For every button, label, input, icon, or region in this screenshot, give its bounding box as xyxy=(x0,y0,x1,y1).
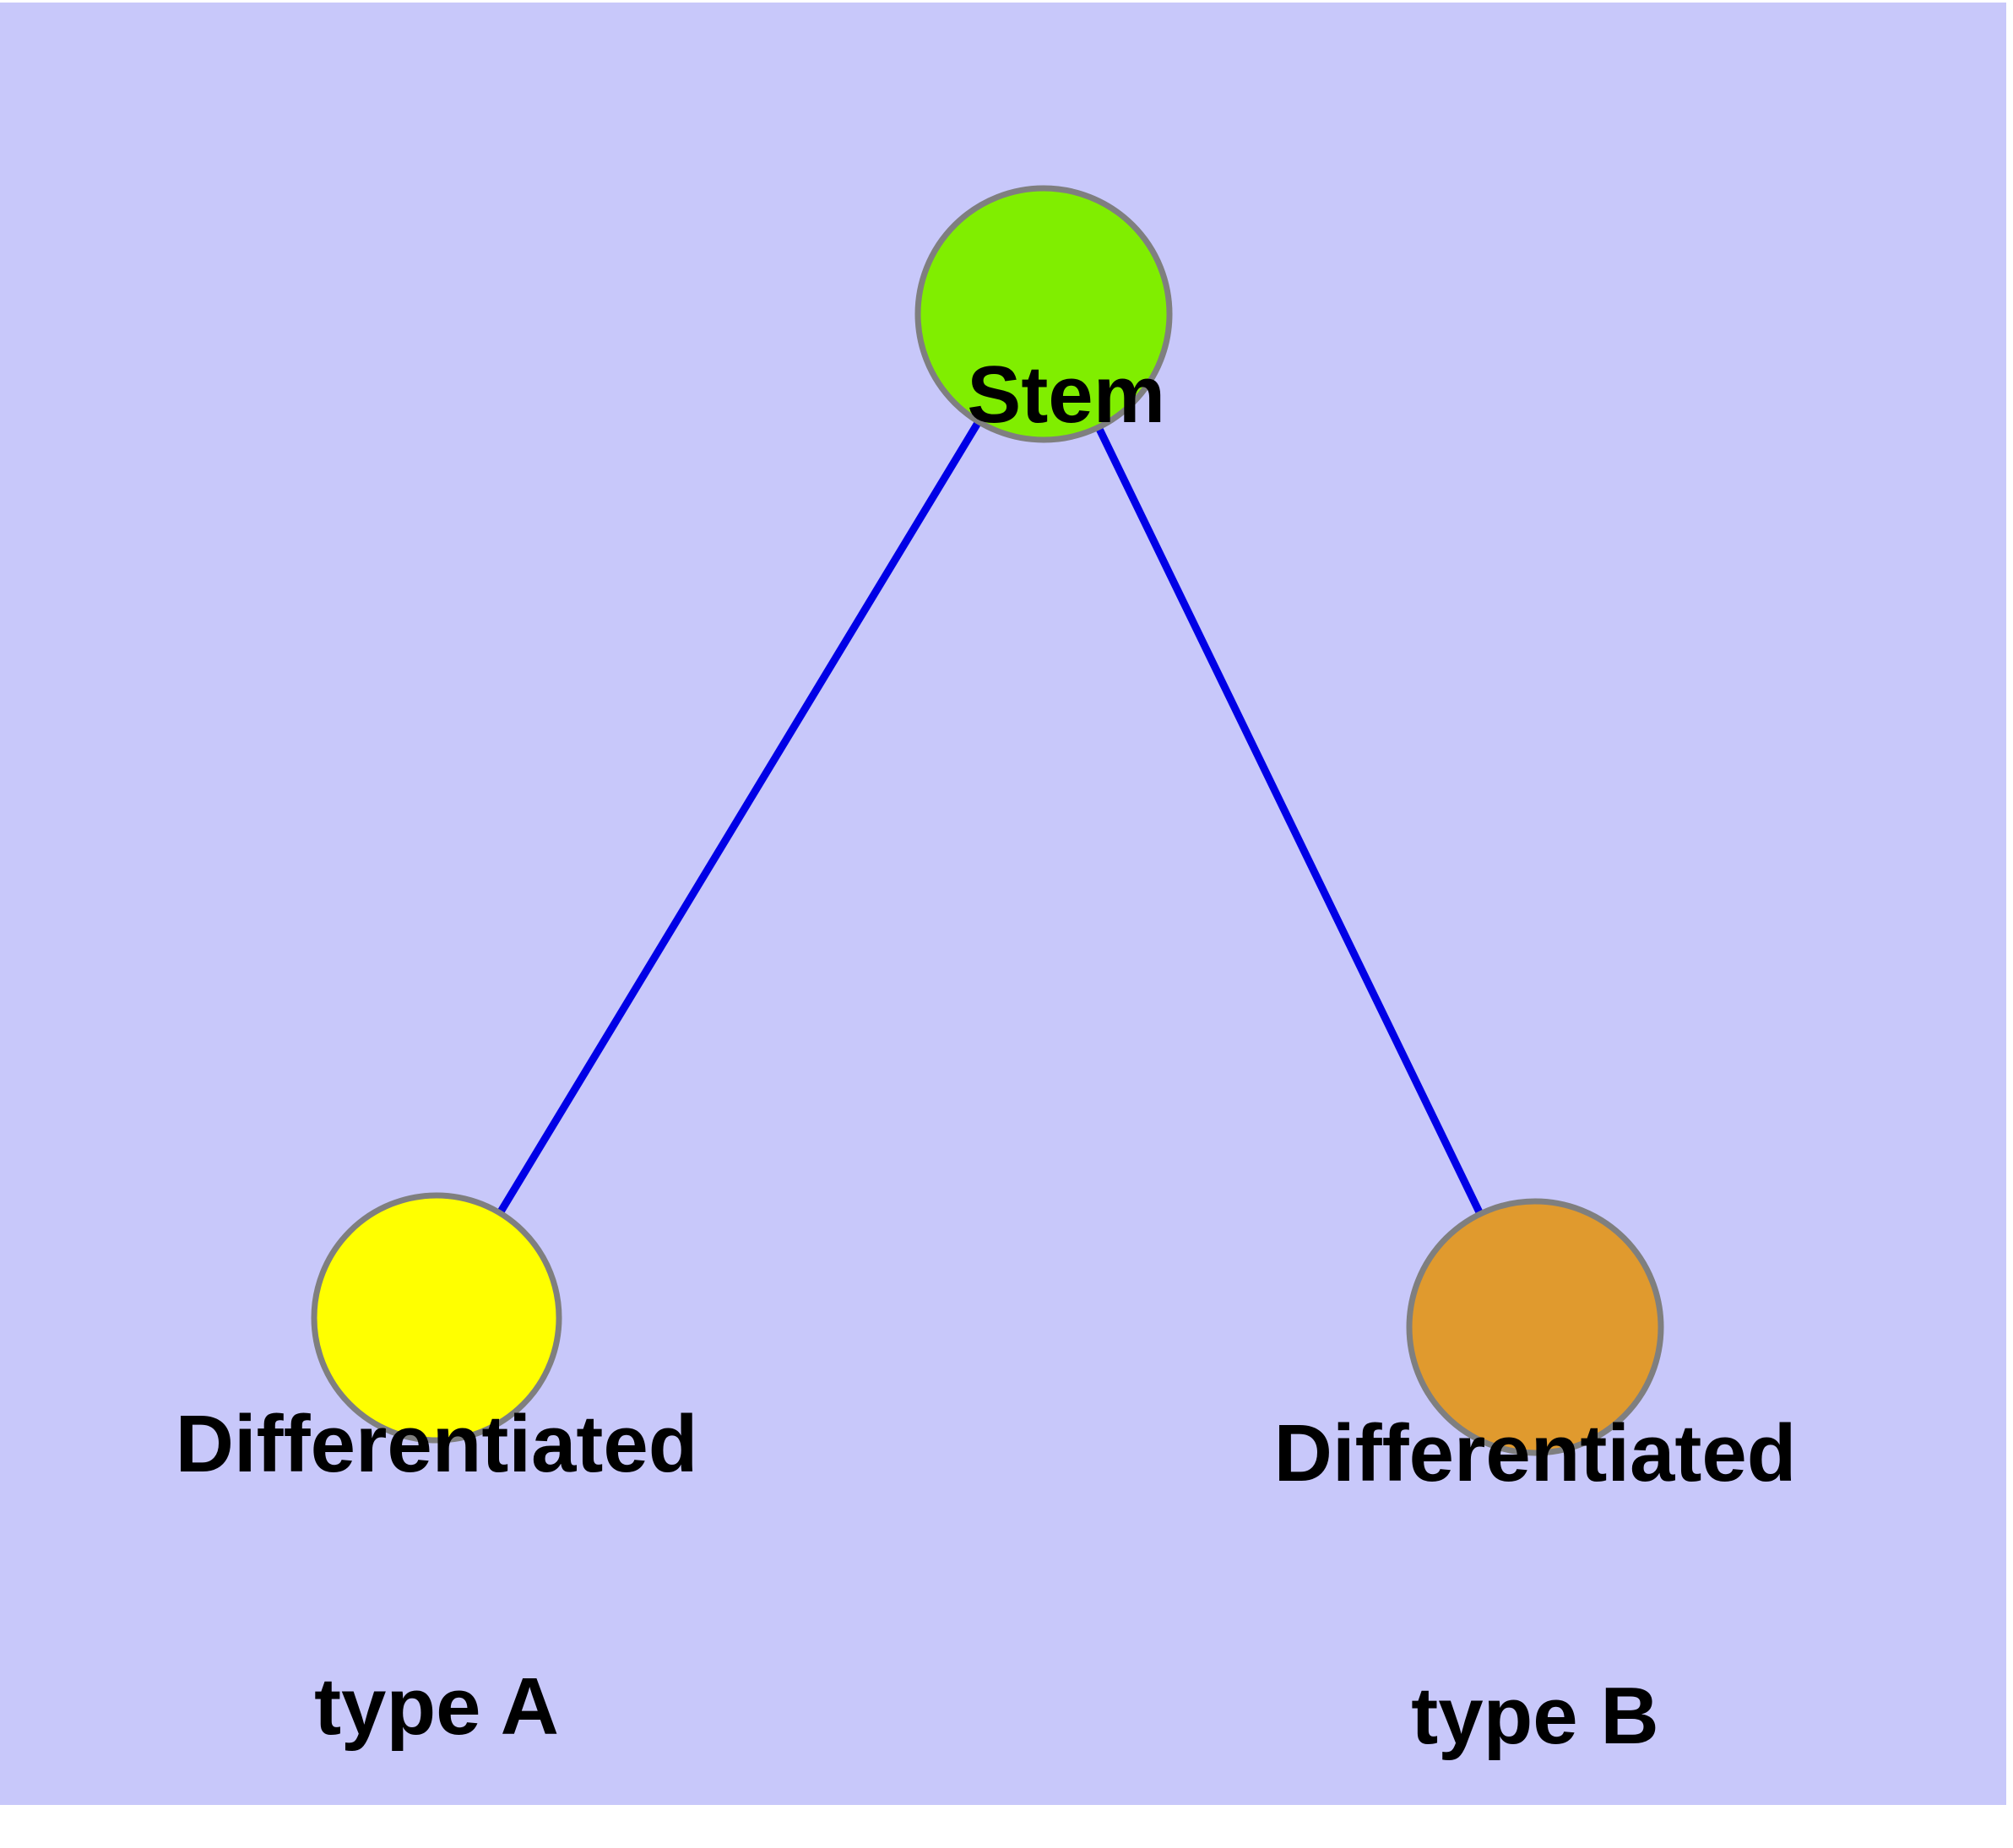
edge-stem-to-type-b xyxy=(1095,426,1484,1215)
edge-stem-to-type-a xyxy=(497,420,981,1214)
edge-layer xyxy=(497,420,1484,1215)
node-differentiated-type-a[interactable] xyxy=(311,1192,562,1444)
node-differentiated-type-b[interactable] xyxy=(1406,1198,1664,1456)
node-layer xyxy=(311,185,1664,1456)
graph-svg xyxy=(311,185,1664,1456)
node-stem[interactable] xyxy=(914,185,1173,443)
